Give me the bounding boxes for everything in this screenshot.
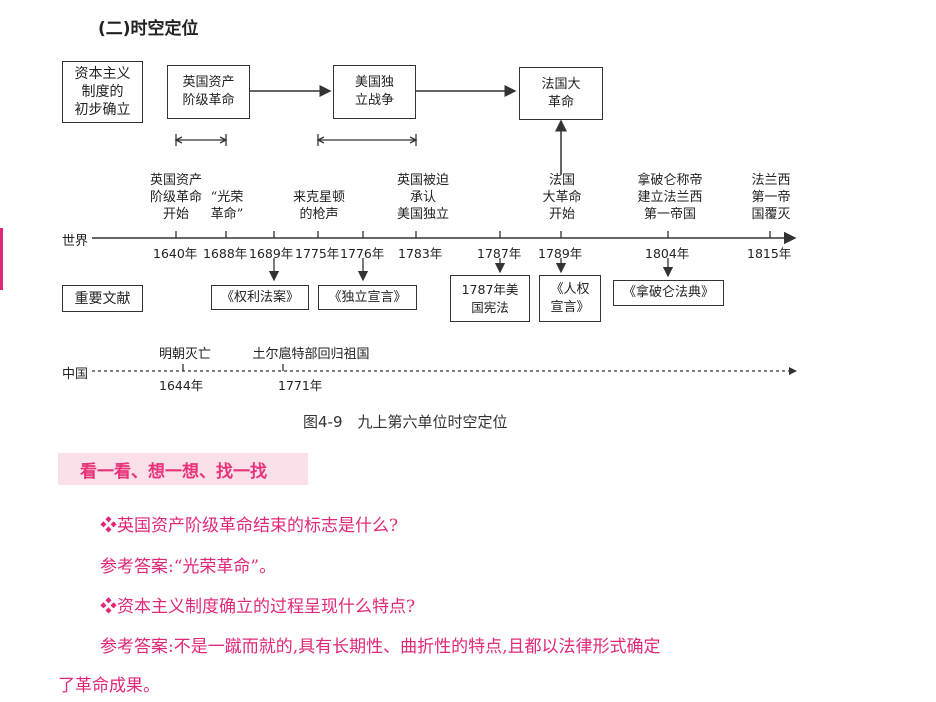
important-documents-label: 重要文献 (62, 285, 143, 312)
event-french-revolution-start: 法国 大革命 开始 (542, 173, 582, 222)
event-empire-fall: 法兰西 第一帝 国覆灭 (751, 173, 791, 222)
doc-declaration-of-independence: 《独立宣言》 (318, 285, 417, 310)
doc-us-constitution: 1787年美 国宪法 (450, 275, 530, 322)
event-us-independence-recognized: 英国被迫 承认 美国独立 (396, 173, 449, 222)
question-2: ❖资本主义制度确立的过程呈现什么特点? (100, 597, 416, 617)
china-axis-label: 中国 (62, 367, 89, 382)
year-1771: 1771年 (278, 378, 323, 393)
year-1787: 1787年 (477, 246, 522, 261)
question-1: ❖英国资产阶级革命结束的标志是什么? (100, 516, 399, 536)
year-1640: 1640年 (153, 246, 198, 261)
answer-1: 参考答案:“光荣革命”。 (100, 557, 277, 577)
american-war-box: 美国独 立战争 (333, 65, 416, 119)
year-1644: 1644年 (159, 378, 204, 393)
event-napoleon-empire: 拿破仑称帝 建立法兰西 第一帝国 (637, 173, 703, 222)
section-title: (二)时空定位 (98, 19, 199, 39)
year-1689: 1689年 (249, 246, 294, 261)
doc-bill-of-rights: 《权利法案》 (211, 285, 309, 310)
figure-caption: 图4-9 九上第六单位时空定位 (303, 413, 508, 431)
doc-napoleonic-code: 《拿破仑法典》 (613, 280, 724, 306)
timeline-diagram-lines (92, 85, 797, 375)
english-revolution-box: 英国资产 阶级革命 (167, 65, 250, 119)
answer-2-line-1: 参考答案:不是一蹴而就的,具有长期性、曲折性的特点,且都以法律形式确定 (100, 637, 661, 657)
french-revolution-box: 法国大 革命 (519, 67, 603, 120)
capitalism-establishment-box: 资本主义 制度的 初步确立 (62, 61, 143, 123)
year-1776: 1776年 (340, 246, 385, 261)
china-event-torghut-return: 土尔扈特部回归祖国 (252, 347, 370, 362)
event-lexington-shots: 来克星顿 的枪声 (292, 190, 345, 222)
year-1775: 1775年 (295, 246, 340, 261)
answer-2-line-2: 了革命成果。 (58, 676, 160, 696)
year-1815: 1815年 (747, 246, 792, 261)
page-edge-marker (0, 228, 3, 290)
year-1789: 1789年 (538, 246, 583, 261)
year-1804: 1804年 (645, 246, 690, 261)
china-event-ming-fall: 明朝灭亡 (158, 347, 211, 362)
event-glorious-revolution: “光荣 革命” (210, 190, 244, 222)
year-1783: 1783年 (398, 246, 443, 261)
event-english-revolution-start: 英国资产 阶级革命 开始 (149, 173, 202, 222)
world-axis-label: 世界 (62, 234, 89, 249)
year-1688: 1688年 (203, 246, 248, 261)
doc-rights-of-man: 《人权 宣言》 (539, 275, 601, 322)
activity-banner: 看一看、想一想、找一找 (58, 453, 308, 485)
